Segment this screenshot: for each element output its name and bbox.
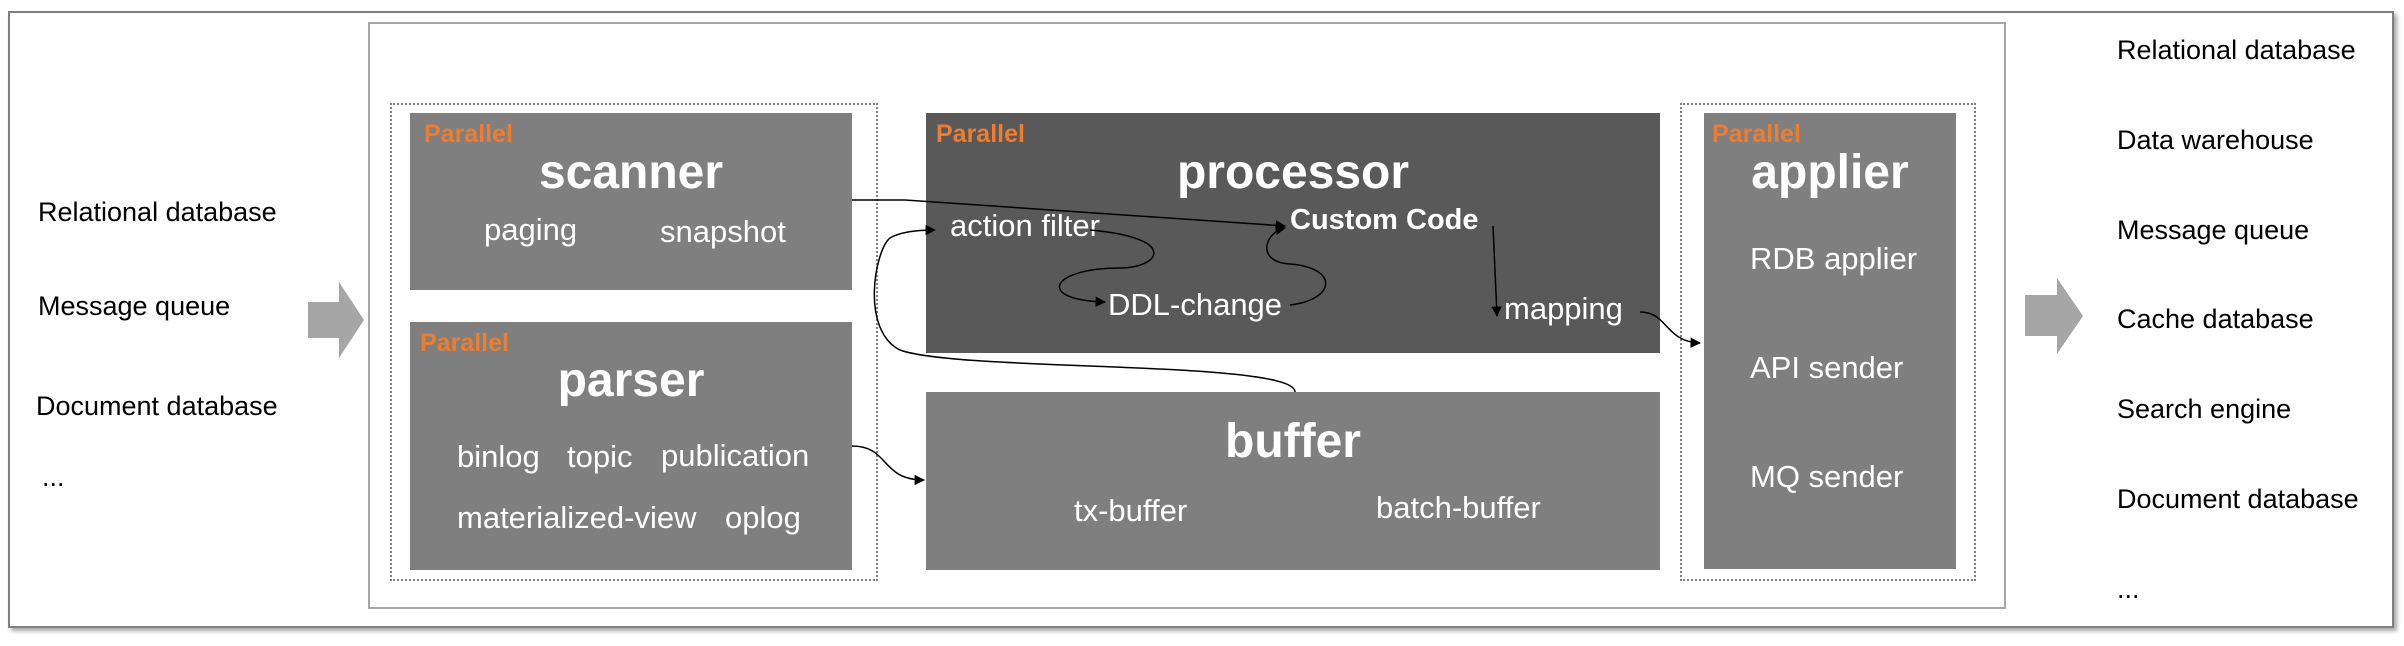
applier-title: applier: [1751, 146, 1909, 199]
ddl-change-to-custom-code-connector: [1266, 224, 1327, 306]
applier-item-api-sender: API sender: [1750, 350, 1904, 385]
source-ellipsis: ...: [42, 462, 65, 492]
target-document-database: Document database: [2117, 484, 2359, 514]
source-message-queue: Message queue: [38, 291, 231, 321]
parallel-group-left: [390, 103, 878, 581]
buffer-item-batch-buffer: batch-buffer: [1376, 490, 1541, 525]
target-search-engine: Search engine: [2117, 394, 2292, 424]
scanner-item-snapshot: snapshot: [660, 214, 786, 249]
buffer-item-tx-buffer: tx-buffer: [1074, 493, 1188, 528]
scanner-parallel-label: Parallel: [424, 120, 513, 148]
input-flow-arrow: [308, 282, 364, 358]
processor-parallel-label: Parallel: [936, 120, 1025, 148]
processor-ddl-change: DDL-change: [1108, 287, 1283, 322]
scanner-item-paging: paging: [484, 212, 578, 247]
parser-item-topic: topic: [567, 439, 633, 474]
parallel-group-right: [1680, 103, 1976, 581]
processor-custom-code: Custom Code: [1290, 204, 1479, 236]
buffer-box: buffer tx-buffer batch-buffer: [926, 392, 1660, 570]
action-filter-to-ddl-change-connector: [1058, 229, 1155, 307]
mapping-to-applier-connector: [1639, 311, 1702, 348]
output-flow-arrow: [2025, 278, 2083, 354]
applier-item-rdb-applier: RDB applier: [1750, 241, 1918, 276]
processor-action-filter: action filter: [950, 208, 1100, 243]
parser-item-publication: publication: [661, 438, 810, 473]
source-relational-database: Relational database: [38, 197, 277, 227]
parser-item-binlog: binlog: [457, 439, 540, 474]
target-message-queue: Message queue: [2117, 215, 2310, 245]
target-ellipsis: ...: [2117, 574, 2140, 604]
scanner-box: Parallel scanner paging snapshot: [410, 113, 852, 290]
processor-box: Parallel processor action filter Custom …: [926, 113, 1660, 353]
parser-item-materialized-view: materialized-view: [457, 500, 697, 535]
applier-box: Parallel applier RDB applier API sender …: [1704, 113, 1956, 569]
buffer-to-action-filter-connector: [873, 224, 1296, 393]
parser-box: Parallel parser binlog topic publication…: [410, 322, 852, 570]
parser-to-buffer-connector: [851, 445, 926, 486]
parser-title: parser: [557, 354, 705, 407]
parser-item-oplog: oplog: [725, 500, 801, 535]
applier-item-mq-sender: MQ sender: [1750, 459, 1904, 494]
target-relational-database: Relational database: [2117, 35, 2356, 65]
buffer-title: buffer: [1225, 415, 1361, 468]
custom-code-to-mapping-connector: [1491, 225, 1502, 318]
processor-mapping: mapping: [1504, 291, 1623, 326]
target-cache-database: Cache database: [2117, 304, 2314, 334]
pipeline-frame: [368, 22, 2006, 609]
scanner-to-custom-code-connector: [852, 199, 1287, 231]
scanner-title: scanner: [538, 146, 724, 199]
processor-title: processor: [1176, 146, 1410, 199]
source-document-database: Document database: [36, 391, 278, 421]
applier-parallel-label: Parallel: [1712, 120, 1801, 148]
parser-parallel-label: Parallel: [420, 329, 509, 357]
target-data-warehouse: Data warehouse: [2117, 125, 2314, 155]
